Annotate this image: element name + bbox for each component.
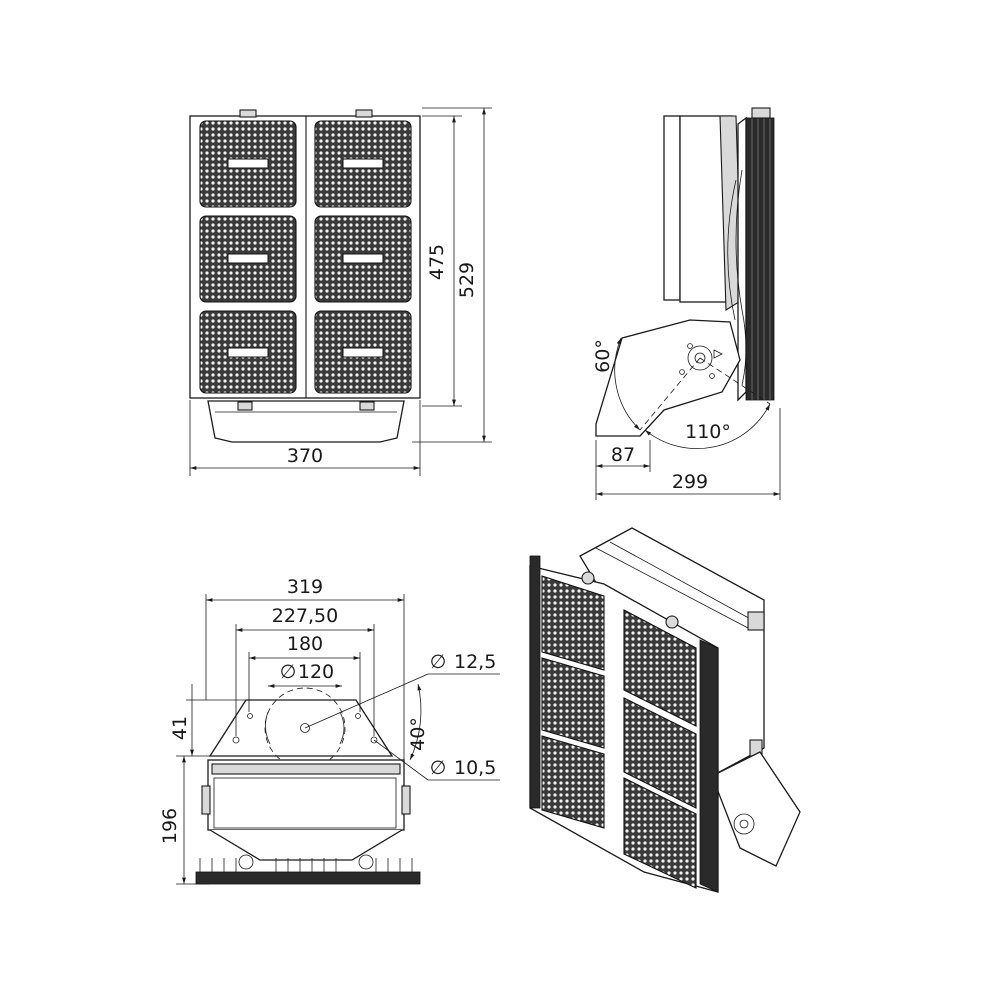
iso-led-modules <box>541 575 697 889</box>
isometric-view <box>529 527 801 893</box>
side-bracket-arm <box>595 319 741 437</box>
front-view: 475 529 370 <box>189 107 492 476</box>
bracket-width-holes-label: 227,50 <box>272 605 338 627</box>
bracket-dia-symbol-b: ∅ <box>430 651 447 673</box>
bracket-hole-small-label: 10,5 <box>454 757 496 779</box>
side-tilt-angle-label: 60° <box>592 339 614 373</box>
side-offset-label: 87 <box>611 444 635 466</box>
iso-bracket <box>711 751 801 867</box>
bracket-view: 319 227,50 180 ∅ 120 ∅ 12,5 ∅ 10,5 40° 4… <box>159 576 500 885</box>
led-module-grid <box>199 120 412 394</box>
side-swing-angle-label: 110° <box>685 421 731 443</box>
bracket-angle-label: 40° <box>407 717 429 751</box>
bracket-dia-symbol-c: ∅ <box>430 757 447 779</box>
bracket-dia-symbol-a: ∅ <box>280 661 297 683</box>
front-height-total-label: 529 <box>456 262 478 298</box>
side-view: 60° 110° 87 299 <box>592 107 781 500</box>
bracket-width-total-label: 319 <box>287 576 323 598</box>
bracket-height-label: 41 <box>169 716 191 740</box>
front-height-inner-label: 475 <box>426 244 448 280</box>
bracket-heatsink-fins <box>195 858 421 885</box>
bracket-dia-circle-label: 120 <box>298 661 334 683</box>
bracket-body-height-label: 196 <box>159 808 181 844</box>
front-bracket <box>207 400 405 443</box>
side-depth-label: 299 <box>672 471 708 493</box>
bracket-plate <box>208 699 394 757</box>
side-heatsink <box>745 117 775 401</box>
bracket-hole-large-label: 12,5 <box>454 651 496 673</box>
front-width-label: 370 <box>287 445 323 467</box>
bracket-width-slot-label: 180 <box>287 633 323 655</box>
